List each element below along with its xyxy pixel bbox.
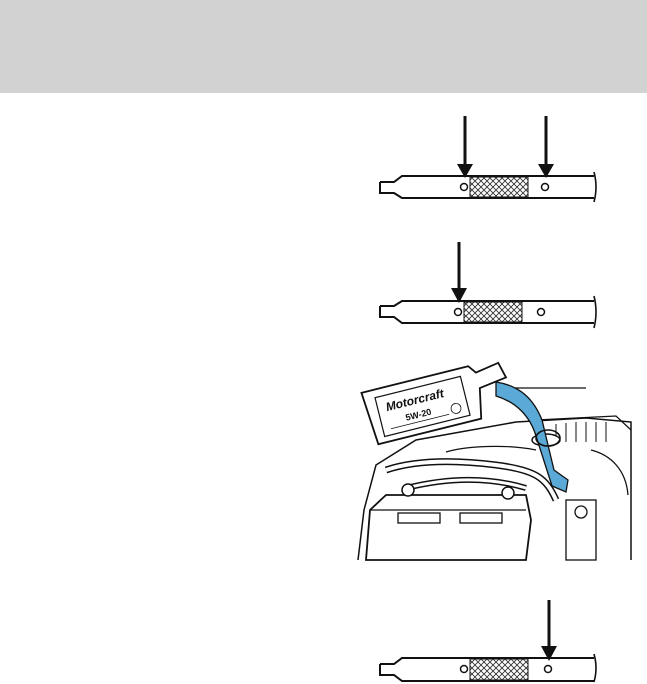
dipstick-low-level-figure — [376, 238, 606, 333]
oil-bottle-pouring-into-engine-icon: Motorcraft 5W-20 — [356, 360, 636, 580]
dipstick-with-two-arrows-icon — [376, 112, 606, 212]
dipstick-with-full-arrow-icon — [376, 596, 606, 684]
adding-oil-figure: Motorcraft 5W-20 — [356, 360, 636, 580]
dipstick-full-level-figure — [376, 596, 606, 684]
dipstick-with-low-arrow-icon — [376, 238, 606, 333]
dipstick-level-range-figure — [376, 112, 606, 212]
page-header-band — [0, 0, 647, 93]
